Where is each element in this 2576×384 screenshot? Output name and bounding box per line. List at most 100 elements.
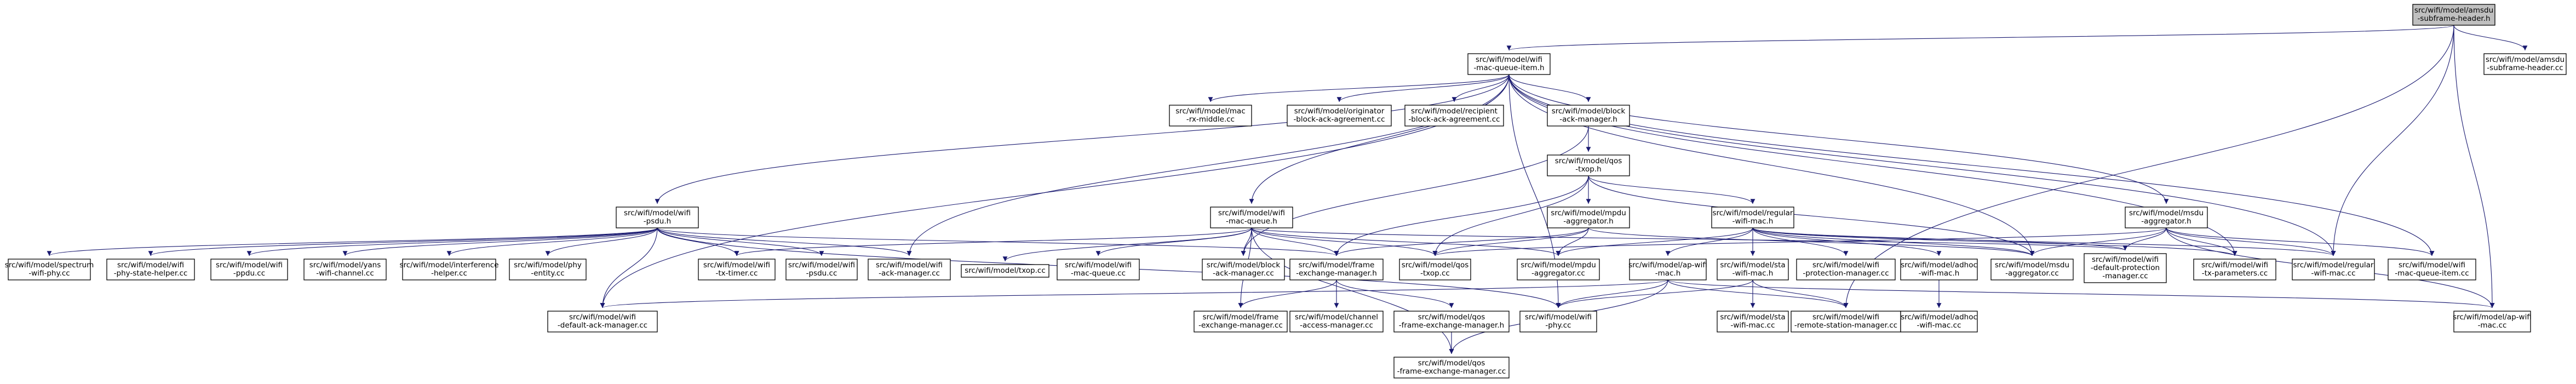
node-box[interactable] [2388,259,2476,280]
node-box[interactable] [8,259,91,280]
node-box[interactable] [1791,311,1901,333]
node-box[interactable] [1289,311,1384,333]
node-macq-cc[interactable]: src/wifi/model/wifi-mac-queue.cc [1057,259,1140,280]
node-def-prot[interactable]: src/wifi/model/wifi-default-protection-m… [2084,253,2167,283]
node-box[interactable] [1393,311,1510,333]
node-ppdu[interactable]: src/wifi/model/wifi-ppdu.cc [210,259,288,280]
node-tx-timer[interactable]: src/wifi/model/wifi-tx-timer.cc [698,259,776,280]
node-box[interactable] [2084,253,2167,283]
node-box[interactable] [1517,259,1600,280]
node-qos-fem-h[interactable]: src/wifi/model/qos-frame-exchange-manage… [1393,311,1510,333]
node-bam-h[interactable]: src/wifi/model/block-ack-manager.h [1547,105,1630,127]
node-box[interactable] [210,259,288,280]
node-box[interactable] [1717,259,1789,280]
node-regular-cc[interactable]: src/wifi/model/regular-wifi-mac.cc [2292,259,2375,280]
node-box[interactable] [1519,311,1597,333]
node-mpdu-agg-cc[interactable]: src/wifi/model/mpdu-aggregator.cc [1517,259,1600,280]
node-phy-entity[interactable]: src/wifi/model/phy-entity.cc [509,259,587,280]
node-mqi-h[interactable]: src/wifi/model/wifi-mac-queue-item.h [1467,53,1551,75]
node-amsdu-cc[interactable]: src/wifi/model/amsdu-subframe-header.cc [2483,53,2567,75]
node-box[interactable] [1393,357,1510,379]
node-bam-cc[interactable]: src/wifi/model/block-ack-manager.cc [1202,259,1285,280]
node-box[interactable] [616,207,699,228]
node-box[interactable] [1169,105,1252,127]
node-box[interactable] [868,259,951,280]
node-fem-cc[interactable]: src/wifi/model/frame-exchange-manager.cc [1194,311,1288,333]
node-msdu-agg-h[interactable]: src/wifi/model/msdu-aggregator.h [2125,207,2208,228]
node-wifi-phy[interactable]: src/wifi/model/wifi-phy.cc [1519,311,1597,333]
node-orig[interactable]: src/wifi/model/originator-block-ack-agre… [1287,105,1392,127]
node-qos-fem-cc[interactable]: src/wifi/model/qos-frame-exchange-manage… [1393,357,1510,379]
node-mac-rx[interactable]: src/wifi/model/mac-rx-middle.cc [1169,105,1252,127]
node-def-ack[interactable]: src/wifi/model/wifi-default-ack-manager.… [547,311,658,333]
node-box[interactable] [1990,259,2074,280]
node-fem-h[interactable]: src/wifi/model/frame-exchange-manager.h [1289,259,1384,280]
node-box[interactable] [1547,207,1630,228]
node-box[interactable] [2453,311,2531,333]
node-qos-txop-h[interactable]: src/wifi/model/qos-txop.h [1547,154,1630,176]
node-amsdu-h[interactable]: src/wifi/model/amsdu-subframe-header.h [2412,4,2495,26]
node-macq-h[interactable]: src/wifi/model/wifi-mac-queue.h [1210,207,1293,228]
node-chan-acc[interactable]: src/wifi/model/channel-access-manager.cc [1289,311,1384,333]
node-box[interactable] [961,264,1049,278]
node-interf[interactable]: src/wifi/model/interference-helper.cc [399,259,499,280]
node-box[interactable] [1711,207,1794,228]
node-box[interactable] [1467,53,1551,75]
node-box[interactable] [2483,53,2567,75]
node-box[interactable] [2412,4,2495,26]
node-box[interactable] [303,259,387,280]
node-sta-cc[interactable]: src/wifi/model/sta-wifi-mac.cc [1717,311,1789,333]
node-box[interactable] [1404,105,1504,127]
node-box[interactable] [2292,259,2375,280]
node-box[interactable] [1202,259,1285,280]
node-ap-cc[interactable]: src/wifi/model/ap-wifi-mac.cc [2453,311,2532,333]
node-ack-mgr[interactable]: src/wifi/model/wifi-ack-manager.cc [868,259,951,280]
node-psdu-h[interactable]: src/wifi/model/wifi-psdu.h [616,207,699,228]
node-box[interactable] [1900,311,1978,333]
node-adhoc-h[interactable]: src/wifi/model/adhoc-wifi-mac.h [1900,259,1978,280]
node-box[interactable] [1717,311,1789,333]
node-box[interactable] [785,259,858,280]
node-msdu-agg-cc[interactable]: src/wifi/model/msdu-aggregator.cc [1990,259,2074,280]
node-spectrum[interactable]: src/wifi/model/spectrum-wifi-phy.cc [5,259,94,280]
node-box[interactable] [509,259,587,280]
edge-mpdu_agg_h-to-mpdu_agg_cc [1556,227,1589,256]
node-sta-h[interactable]: src/wifi/model/sta-wifi-mac.h [1717,259,1789,280]
node-box[interactable] [698,259,776,280]
node-regular-h[interactable]: src/wifi/model/regular-wifi-mac.h [1711,207,1794,228]
node-box[interactable] [1289,259,1384,280]
node-txop-cc[interactable]: src/wifi/model/txop.cc [961,264,1049,278]
node-recip[interactable]: src/wifi/model/recipient-block-ack-agree… [1404,105,1504,127]
node-mqi-cc[interactable]: src/wifi/model/wifi-mac-queue-item.cc [2388,259,2476,280]
node-yans[interactable]: src/wifi/model/yans-wifi-channel.cc [303,259,387,280]
node-box[interactable] [1210,207,1293,228]
node-label-line: -frame-exchange-manager.cc [1397,367,1506,376]
node-prot-mgr[interactable]: src/wifi/model/wifi-protection-manager.c… [1796,259,1896,280]
node-box[interactable] [2193,259,2276,280]
node-box[interactable] [402,259,496,280]
node-label-line: src/wifi/model/channel [1295,313,1378,322]
node-box[interactable] [2125,207,2208,228]
node-box[interactable] [1629,259,1707,280]
node-box[interactable] [1547,154,1630,176]
node-psdu-cc[interactable]: src/wifi/model/wifi-psdu.cc [785,259,858,280]
node-label-line: src/wifi/model/wifi [1812,261,1879,270]
node-tx-params[interactable]: src/wifi/model/wifi-tx-parameters.cc [2193,259,2276,280]
node-mpdu-agg-h[interactable]: src/wifi/model/mpdu-aggregator.h [1547,207,1630,228]
node-phy-state[interactable]: src/wifi/model/wifi-phy-state-helper.cc [106,259,195,280]
node-box[interactable] [1399,259,1471,280]
edge-macq_h-to-tx_timer [734,227,1252,256]
node-box[interactable] [1796,259,1896,280]
node-box[interactable] [1287,105,1392,127]
node-qos-txop-cc[interactable]: src/wifi/model/qos-txop.cc [1399,259,1471,280]
node-ap-h[interactable]: src/wifi/model/ap-wifi-mac.h [1628,259,1707,280]
node-box[interactable] [1194,311,1288,333]
node-adhoc-cc[interactable]: src/wifi/model/adhoc-wifi-mac.cc [1900,311,1978,333]
node-box[interactable] [106,259,195,280]
node-box[interactable] [1900,259,1978,280]
node-box[interactable] [1057,259,1140,280]
node-rsm[interactable]: src/wifi/model/wifi-remote-station-manag… [1791,311,1901,333]
node-box[interactable] [1547,105,1630,127]
node-box[interactable] [547,311,658,333]
